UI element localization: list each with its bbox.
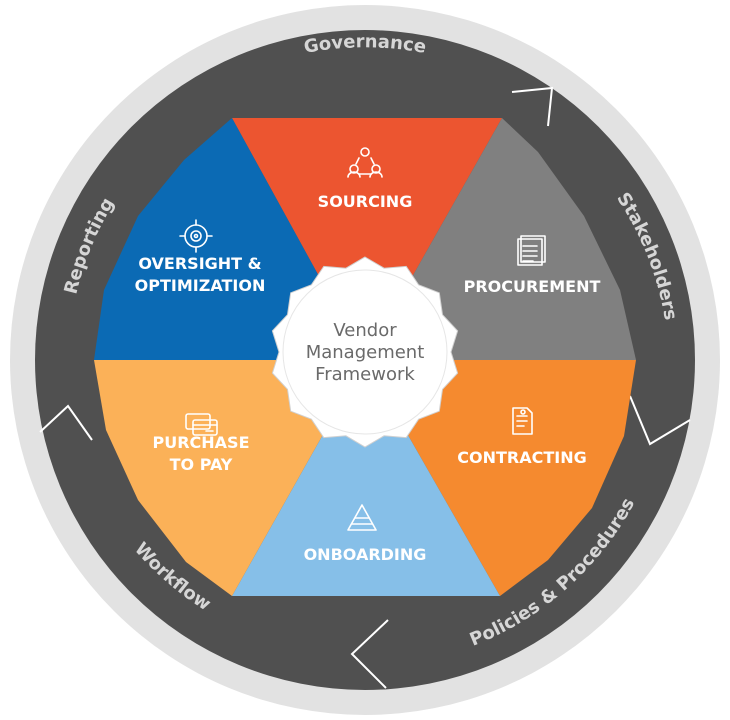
segment-label-oversight-optimization-line-2: OPTIMIZATION — [135, 276, 266, 295]
segment-onboarding — [232, 360, 500, 596]
document-stack-icon — [517, 235, 546, 266]
center-title-line-3: Framework — [315, 364, 415, 385]
segment-icons — [179, 147, 546, 531]
segment-labels: SOURCING PROCUREMENT CONTRACTING ONBOARDING… — [135, 192, 601, 564]
segment-sourcing — [232, 118, 502, 360]
payment-cards-icon — [185, 413, 218, 436]
ring-arrow-top-right — [511, 86, 554, 127]
center-hub-circle — [282, 269, 448, 435]
center-title-line-1: Vendor — [333, 320, 397, 341]
segment-label-oversight-optimization-line-1: OVERSIGHT & — [138, 254, 261, 273]
target-icon — [179, 219, 213, 253]
framework-segments — [94, 118, 636, 596]
segment-label-purchase-to-pay-line-1: PURCHASE — [152, 433, 249, 452]
segment-label-contracting: CONTRACTING — [457, 448, 586, 467]
ring-arrows — [39, 86, 691, 689]
segment-purchase-to-pay — [94, 360, 365, 596]
segment-contracting — [365, 360, 636, 596]
segment-label-sourcing: SOURCING — [318, 192, 413, 211]
pyramid-icon — [347, 504, 377, 531]
ring-arrow-bottom — [350, 619, 389, 689]
ring-arrow-left — [39, 404, 93, 441]
segment-label-purchase-to-pay-line-2: TO PAY — [170, 455, 233, 474]
segment-label-procurement: PROCUREMENT — [464, 277, 601, 296]
ring-arrow-right — [629, 395, 691, 446]
center-title-line-2: Management — [306, 342, 425, 363]
contract-document-icon — [512, 407, 533, 435]
center-hub: Vendor Management Framework — [271, 256, 459, 448]
segment-label-onboarding: ONBOARDING — [304, 545, 427, 564]
people-network-icon — [347, 147, 383, 178]
